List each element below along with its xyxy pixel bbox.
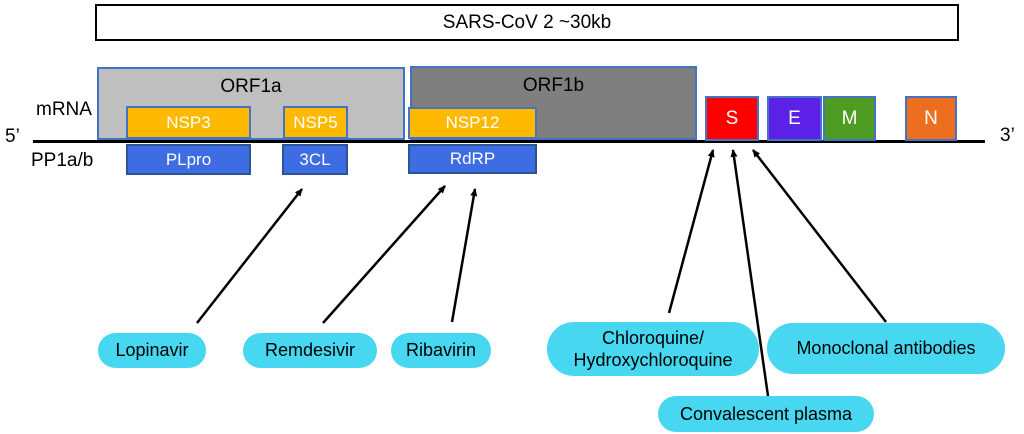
arrow-ribavirin-to-rdrp bbox=[450, 188, 478, 323]
s-gene-box: S bbox=[705, 96, 759, 141]
mrna-label: mRNA bbox=[36, 99, 92, 120]
e-gene-box: E bbox=[767, 96, 822, 141]
convalescent-plasma-bubble: Convalescent plasma bbox=[658, 396, 874, 432]
remdesivir-bubble: Remdesivir bbox=[243, 333, 377, 368]
nsp3-box: NSP3 bbox=[126, 106, 251, 139]
lopinavir-bubble: Lopinavir bbox=[98, 333, 206, 368]
arrow-chloroquine-to-s bbox=[667, 149, 715, 314]
nsp12-box: NSP12 bbox=[408, 107, 537, 139]
genome-line bbox=[33, 140, 985, 143]
arrow-monoclonal-to-s bbox=[752, 149, 887, 323]
n-gene-box: N bbox=[905, 96, 957, 141]
genome-size-box: SARS-CoV 2 ~30kb bbox=[95, 4, 959, 41]
five-prime-label: 5’ bbox=[5, 126, 20, 147]
pp1ab-label: PP1a/b bbox=[31, 150, 94, 171]
rdrp-box: RdRP bbox=[408, 144, 537, 174]
3cl-box: 3CL bbox=[282, 144, 348, 175]
monoclonal-antibodies-bubble: Monoclonal antibodies bbox=[767, 323, 1005, 374]
nsp5-box: NSP5 bbox=[283, 106, 348, 139]
plpro-box: PLpro bbox=[126, 144, 251, 175]
m-gene-box: M bbox=[823, 96, 876, 141]
arrow-lopinavir-to-3cl bbox=[196, 188, 303, 324]
three-prime-label: 3’ bbox=[1000, 125, 1015, 146]
arrow-remdesivir-to-rdrp bbox=[322, 185, 446, 324]
ribavirin-bubble: Ribavirin bbox=[391, 333, 491, 368]
chloroquine-bubble: Chloroquine/ Hydroxychloroquine bbox=[547, 322, 759, 376]
genome-size-label: SARS-CoV 2 ~30kb bbox=[442, 11, 612, 33]
